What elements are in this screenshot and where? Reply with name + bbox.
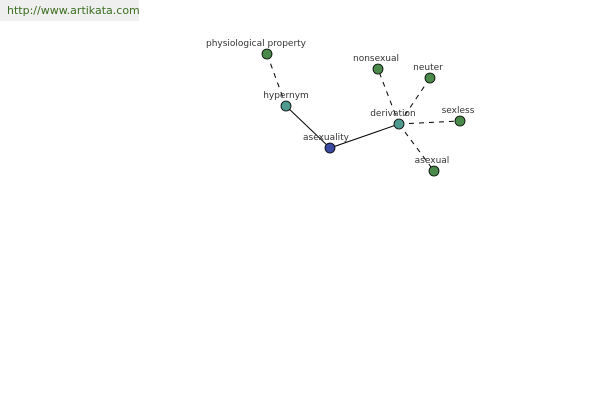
edge-asexuality-derivation [329,123,400,149]
label-hypernym[interactable]: hypernym [263,91,309,101]
label-sexless[interactable]: sexless [442,106,475,116]
label-physiological-property[interactable]: physiological property [206,39,307,49]
label-derivation[interactable]: derivation [370,109,416,119]
labels-layer: asexuality hypernym derivation physiologica… [206,39,475,166]
label-nonsexual[interactable]: nonsexual [353,54,399,64]
label-neuter[interactable]: neuter [413,63,443,73]
node-nonsexual[interactable] [372,63,384,75]
label-asexual[interactable]: asexual [415,156,450,166]
node-sexless[interactable] [454,115,466,127]
node-hypernym[interactable] [280,100,292,112]
site-url-link[interactable]: http://www.artikata.com [0,0,140,21]
node-physiological-property[interactable] [261,48,273,60]
node-asexual[interactable] [428,165,440,177]
edges-layer [266,53,461,172]
edge-derivation-sexless [398,120,461,125]
node-asexuality[interactable] [324,142,336,154]
node-neuter[interactable] [424,72,436,84]
node-derivation[interactable] [393,118,405,130]
nodes-layer [261,48,466,177]
edge-asexuality-hypernym [285,105,331,149]
label-asexuality[interactable]: asexuality [303,133,350,143]
